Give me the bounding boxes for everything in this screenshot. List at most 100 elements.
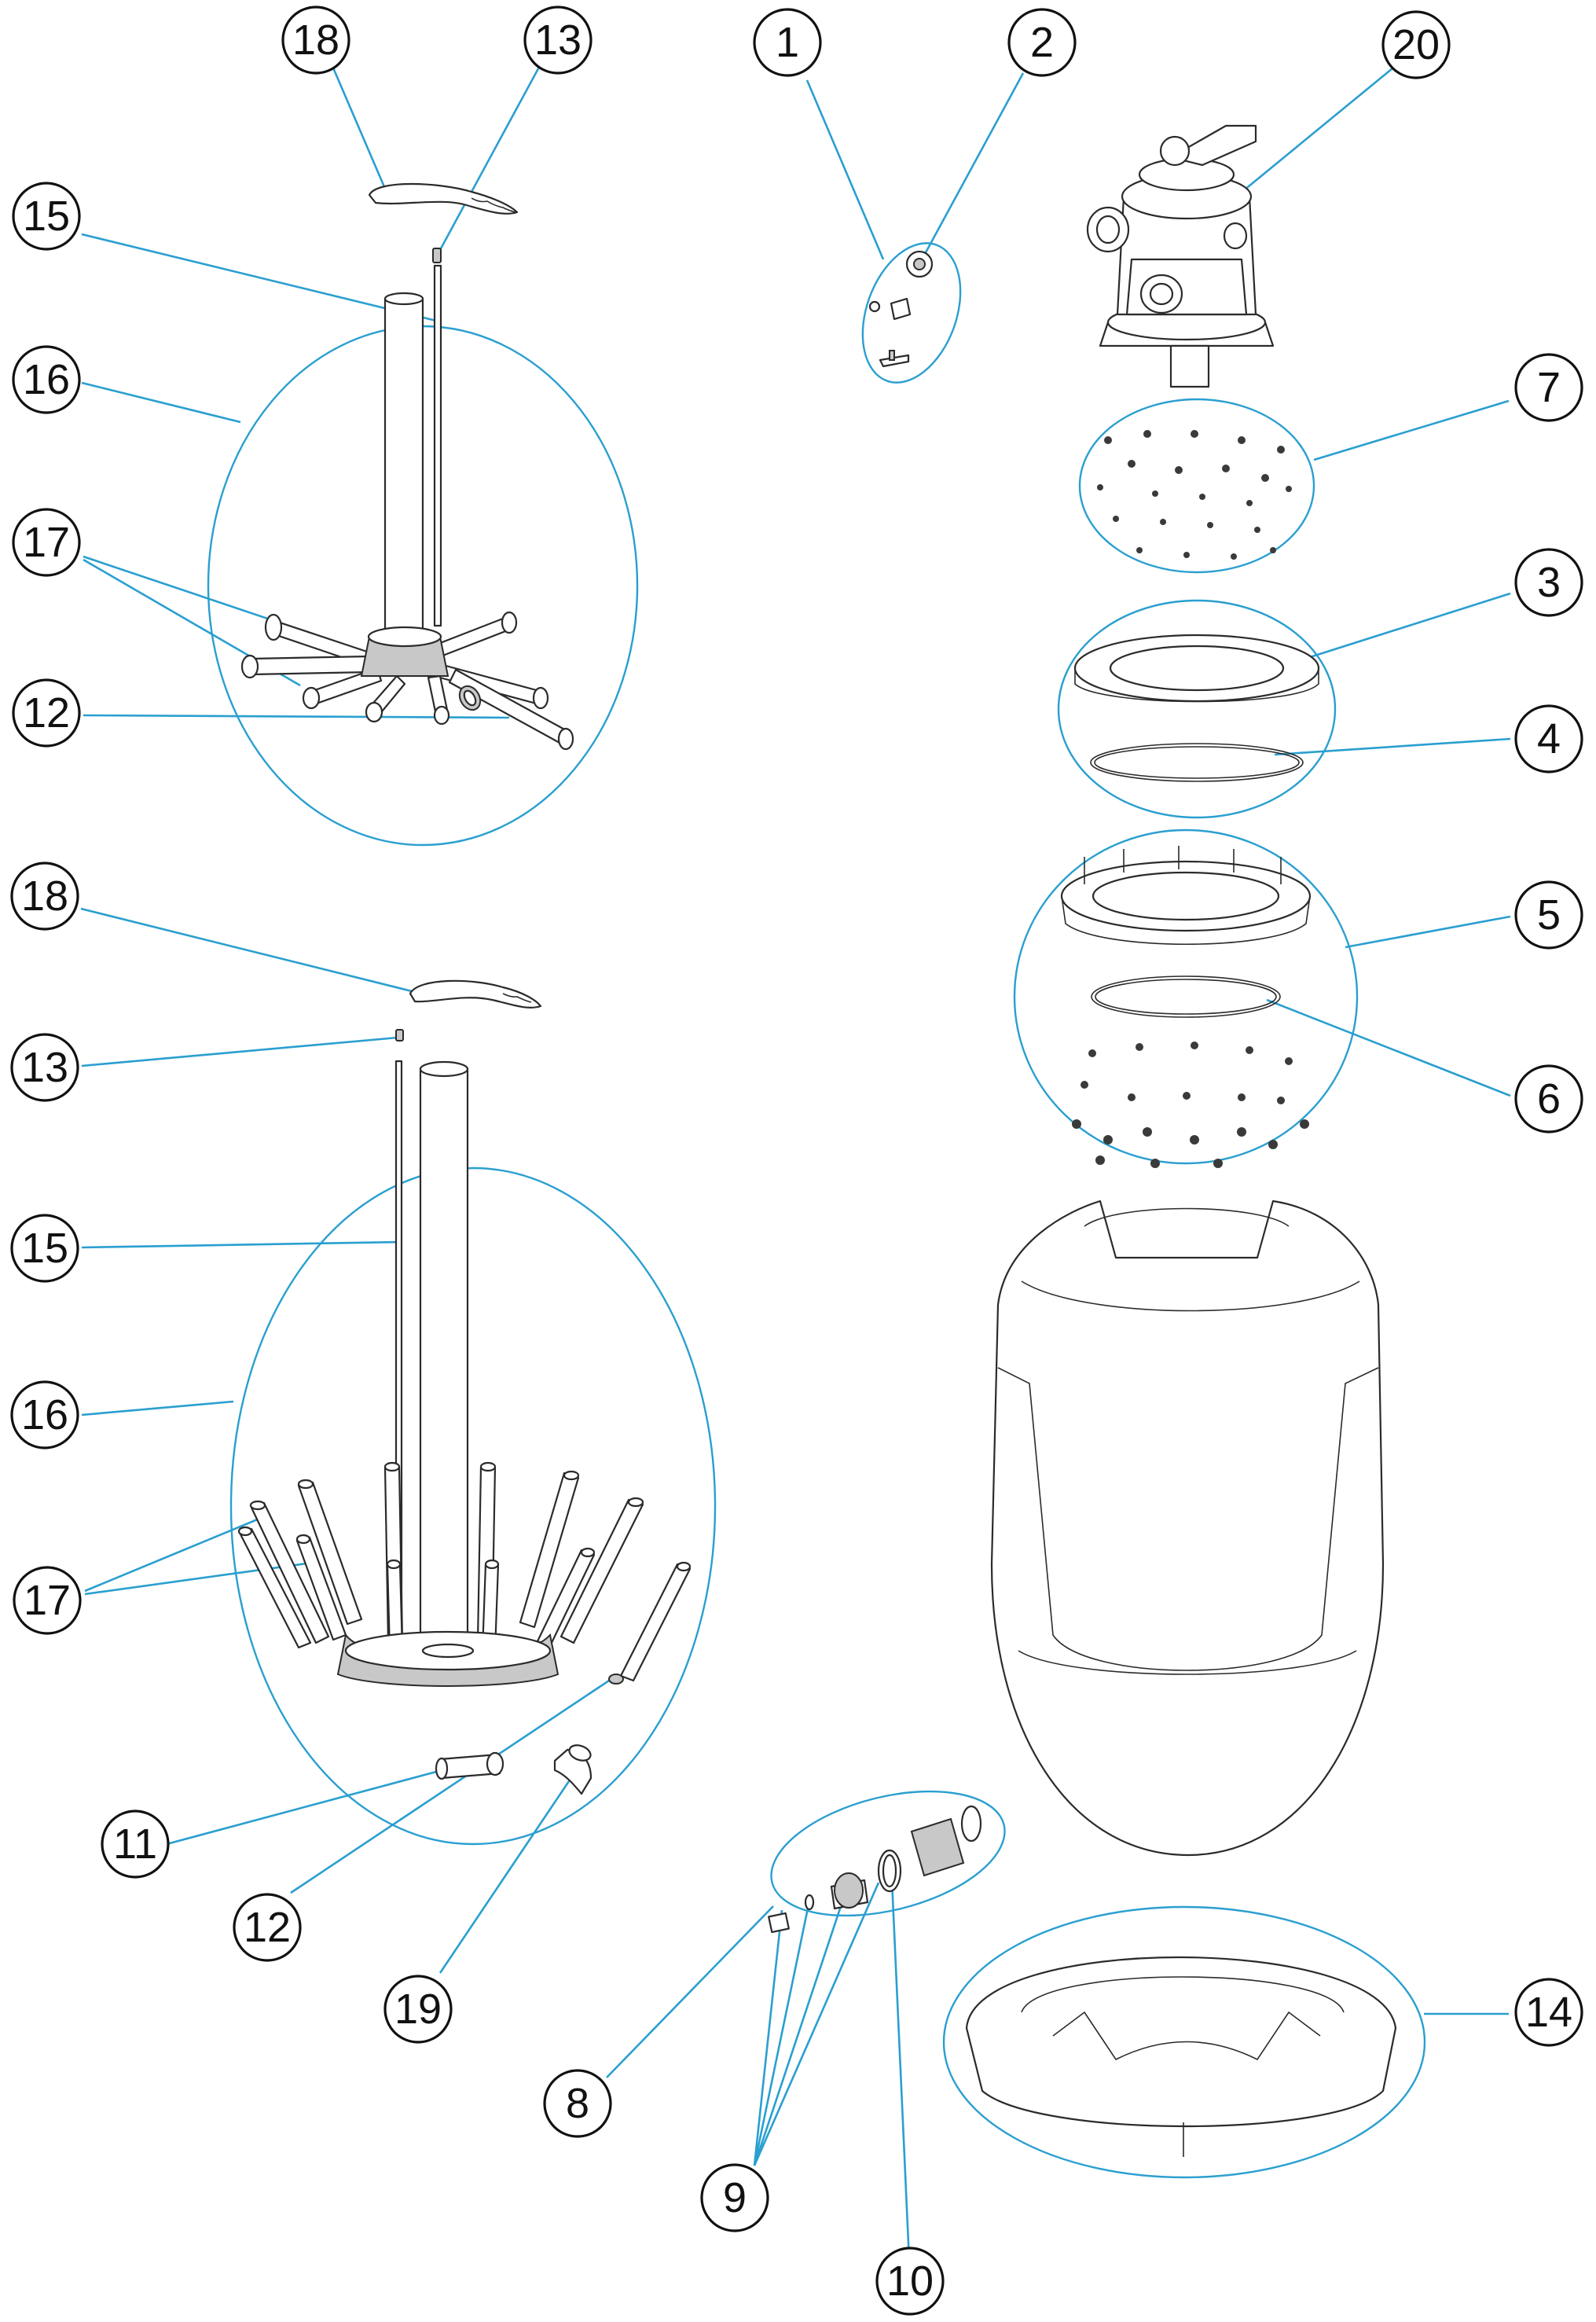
part-1-kit	[868, 297, 912, 368]
leader-17b-2	[84, 1561, 314, 1596]
part-10-oring	[877, 1849, 902, 1893]
leader-11	[166, 1767, 449, 1846]
upper-hub	[360, 626, 449, 677]
callout-14: 14	[1514, 1978, 1583, 2047]
svg-text:20: 20	[1392, 21, 1440, 68]
svg-text:14: 14	[1525, 1989, 1572, 2036]
callout-4: 4	[1514, 704, 1583, 773]
part-12-oring-upper	[458, 685, 482, 711]
svg-text:16: 16	[21, 1391, 68, 1438]
svg-text:2: 2	[1030, 19, 1054, 66]
part-2-gauge	[905, 250, 934, 278]
leader-3	[1309, 592, 1511, 659]
part-18-strap-upper	[368, 182, 519, 215]
leader-2	[918, 72, 1025, 265]
callout-12a: 12	[12, 678, 81, 748]
part-8-plug	[768, 1912, 790, 1934]
lower-collector-tube	[419, 1060, 469, 1668]
leader-9-2	[753, 1900, 811, 2166]
leader-13a	[438, 61, 544, 251]
group-ellipse-part-8-10	[770, 1790, 1006, 1917]
svg-text:11: 11	[113, 1820, 157, 1868]
svg-text:9: 9	[723, 2174, 747, 2221]
part-18-strap-lower	[409, 979, 542, 1009]
svg-text:18: 18	[292, 17, 339, 64]
group-ellipse-part-7	[1078, 398, 1315, 574]
group-ellipse-part-5-6	[1013, 828, 1359, 1165]
svg-text:5: 5	[1537, 891, 1561, 939]
leader-18a	[328, 60, 387, 189]
callout-17a: 17	[12, 508, 81, 577]
leader-16b	[81, 1400, 234, 1416]
svg-text:10: 10	[886, 2258, 934, 2305]
svg-text:13: 13	[534, 17, 582, 64]
part-17-laterals-lower	[237, 1461, 692, 1682]
leader-18b	[80, 907, 416, 994]
part-12-oring-lower	[608, 1674, 624, 1685]
part-15-vent-rod-upper	[433, 264, 442, 627]
callout-2: 2	[1007, 8, 1077, 77]
svg-text:7: 7	[1537, 364, 1561, 411]
leader-10	[890, 1879, 912, 2279]
callout-11: 11	[101, 1809, 170, 1879]
group-ellipse-lateral-lower	[229, 1167, 717, 1846]
svg-text:4: 4	[1537, 715, 1561, 762]
leader-9-3	[753, 1894, 846, 2166]
svg-text:8: 8	[566, 2080, 589, 2127]
callout-20: 20	[1381, 10, 1451, 79]
upper-collector-tube	[383, 292, 424, 630]
part-14-base	[965, 1956, 1397, 2157]
part-6-oring	[1091, 975, 1281, 1018]
leader-4	[1274, 737, 1511, 756]
part-13-screw-upper	[432, 248, 442, 263]
part-3-flange	[1073, 634, 1320, 703]
part-11-adaptor	[435, 1751, 504, 1780]
callout-17b: 17	[13, 1566, 82, 1635]
svg-text:19: 19	[394, 1986, 442, 2033]
leader-9-1	[753, 1909, 783, 2166]
svg-text:3: 3	[1537, 559, 1561, 606]
callout-18b: 18	[10, 862, 79, 931]
part-17-laterals-upper	[240, 611, 574, 751]
leader-7	[1313, 399, 1510, 461]
leader-12b	[290, 1674, 617, 1894]
svg-text:15: 15	[21, 1225, 68, 1272]
callout-15b: 15	[10, 1214, 79, 1283]
part-20-multiport-valve	[1086, 124, 1275, 388]
group-ellipse-part-14	[942, 1905, 1426, 2179]
callout-9: 9	[700, 2163, 769, 2232]
group-ellipse-part-3-4	[1057, 599, 1337, 819]
part-19-elbow	[553, 1744, 593, 1795]
leader-13b	[81, 1036, 398, 1067]
callout-16a: 16	[12, 345, 81, 414]
callout-1: 1	[753, 8, 822, 77]
part-5-nuts	[1072, 1042, 1309, 1168]
callout-12b: 12	[233, 1893, 302, 1962]
svg-text:15: 15	[23, 193, 70, 240]
leader-6	[1266, 998, 1511, 1097]
leader-15b	[81, 1240, 402, 1249]
leader-9-4	[753, 1882, 880, 2166]
callout-5: 5	[1514, 880, 1583, 950]
svg-text:13: 13	[21, 1044, 68, 1091]
svg-text:12: 12	[244, 1904, 291, 1951]
svg-text:6: 6	[1537, 1075, 1561, 1122]
leader-8	[606, 1905, 774, 2078]
svg-text:12: 12	[23, 689, 70, 737]
filter-tank	[990, 1200, 1385, 1857]
svg-text:17: 17	[23, 519, 70, 566]
part-7-nozzle-caps	[1097, 430, 1292, 560]
group-ellipse-part-1	[861, 242, 962, 384]
leader-16a	[81, 381, 241, 424]
callout-19: 19	[383, 1975, 453, 2044]
svg-text:1: 1	[776, 19, 799, 66]
leader-5	[1345, 915, 1511, 949]
callout-3: 3	[1514, 548, 1583, 617]
leader-17b-1	[84, 1517, 260, 1593]
part-13-screw-lower	[395, 1029, 404, 1042]
part-9-drain-set	[804, 1872, 869, 1911]
callout-18a: 18	[281, 6, 350, 75]
part-5-closure	[1060, 846, 1312, 945]
svg-text:16: 16	[23, 356, 70, 403]
